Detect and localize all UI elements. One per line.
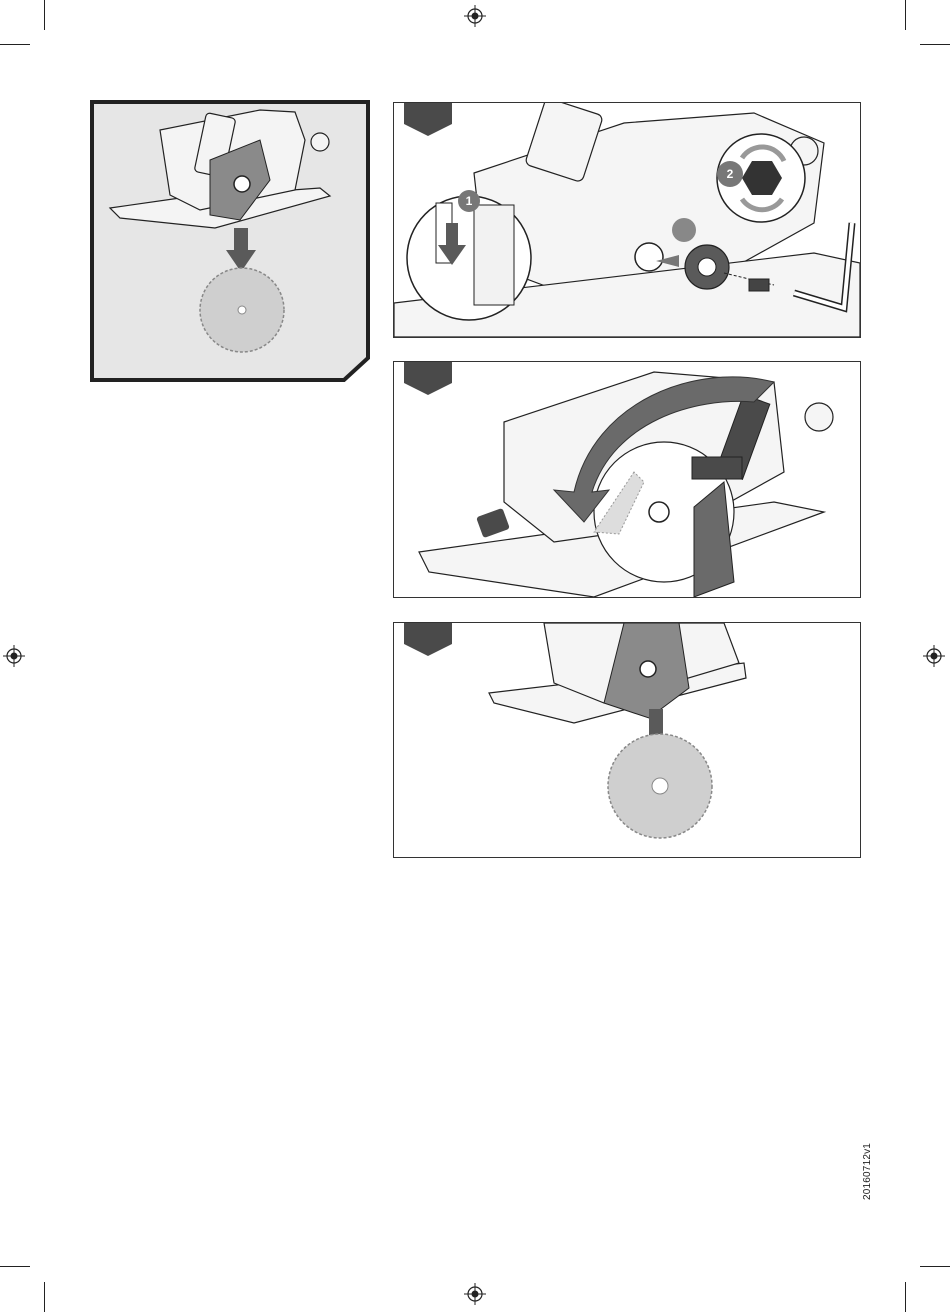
removed-blade-icon: [608, 734, 712, 838]
step-panel-3: [393, 622, 861, 858]
crop-mark-top-left-v: [44, 0, 45, 30]
blade-remove-illustration: [394, 623, 860, 857]
removed-blade-icon: [200, 268, 284, 352]
guard-retract-illustration: [394, 362, 860, 597]
registration-mark-top-icon: [464, 5, 486, 27]
crop-mark-bottom-right-h: [920, 1266, 950, 1267]
crop-mark-bottom-right-v: [905, 1282, 906, 1312]
crop-mark-top-right-h: [920, 44, 950, 45]
blade-removal-illustration: [394, 103, 860, 337]
registration-mark-right-icon: [923, 645, 945, 667]
step-panel-2: [393, 361, 861, 598]
crop-mark-top-right-v: [905, 0, 906, 30]
crop-mark-bottom-left-v: [44, 1282, 45, 1312]
crop-mark-bottom-left-h: [0, 1266, 30, 1267]
crop-mark-top-left-h: [0, 44, 30, 45]
registration-mark-bottom-icon: [464, 1283, 486, 1305]
overview-panel: [90, 100, 370, 382]
document-version-code: 20160712v1: [862, 1140, 876, 1200]
registration-mark-left-icon: [3, 645, 25, 667]
step-panel-1: 1 2: [393, 102, 861, 338]
step-marker-1-label: 1: [459, 191, 479, 211]
step-marker-2-label: 2: [720, 164, 740, 184]
